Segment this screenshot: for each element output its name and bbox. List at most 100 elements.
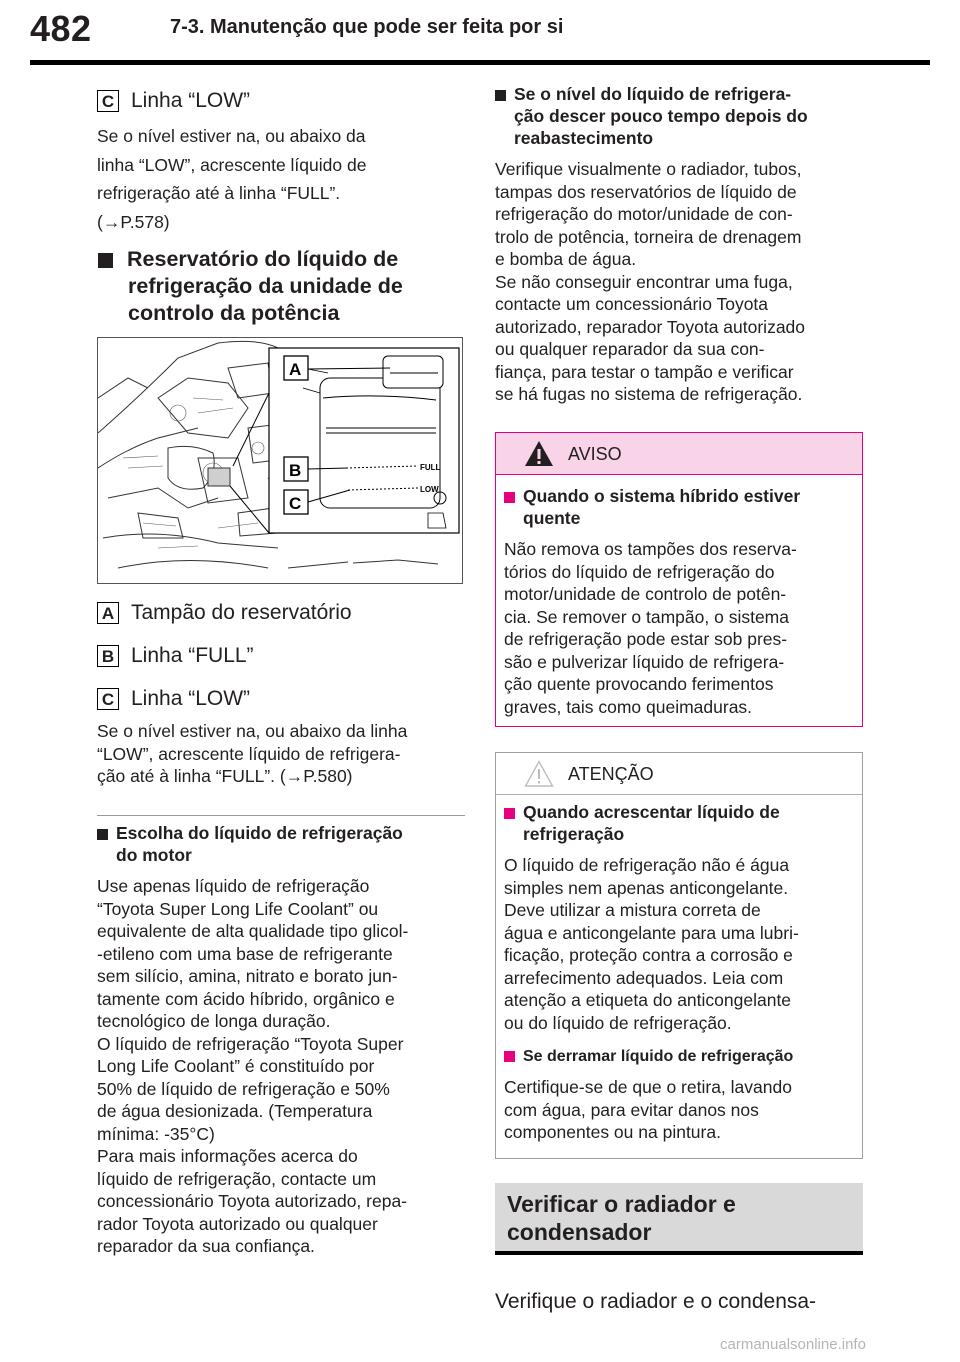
paragraph-level-drop: Verifique visualmente o radiador, tubos,… <box>495 158 863 406</box>
text-line: concessionário Toyota autorizado, repa- <box>97 1191 408 1211</box>
heading-bullet <box>495 89 506 101</box>
warning-box: AVISO Quando o sistema híbrido estiver q… <box>495 432 863 727</box>
section-title-radiator: Verificar o radiador e condensador <box>495 1183 863 1255</box>
text-line: mínima: -35°C) <box>97 1123 215 1144</box>
item-label: Linha “FULL” <box>131 644 254 667</box>
text-line: ção até à linha “FULL”. (→P.580) <box>97 766 353 786</box>
heading-line: refrigeração <box>523 824 625 844</box>
heading-line: Reservatório do líquido de <box>127 247 399 271</box>
text-line: Long Life Coolant” é constituído por <box>97 1056 375 1076</box>
text-line: ou qualquer reparador da sua con- <box>495 339 765 359</box>
sub-heading-coolant-choice: Escolha do líquido de refrigeração do mo… <box>97 822 465 866</box>
text-line: “Toyota Super Long Life Coolant” ou <box>97 898 379 919</box>
warning-content: Quando o sistema híbrido estiver quente … <box>504 485 854 718</box>
full-mark: FULL <box>420 463 441 472</box>
heading-line: controlo da potência <box>128 301 340 325</box>
text-line: fiança, para testar o tampão e verificar <box>495 361 794 382</box>
text-line: com água, para evitar danos nos <box>504 1099 759 1120</box>
text-line: ficação, proteção contra a corrosão e <box>504 945 793 965</box>
text-line: líquido de refrigeração, contacte um <box>97 1168 377 1189</box>
paragraph-low-level: Se o nível estiver na, ou abaixo da linh… <box>97 720 465 788</box>
text-line: Use apenas líquido de refrigeração <box>97 876 370 896</box>
page-number: 482 <box>30 8 92 49</box>
text-line: Deve utilizar a mistura correta de <box>504 900 761 920</box>
text-line: tecnológico de longa duração. <box>97 1011 331 1031</box>
heading-line: Se o nível do líquido de refrigera- <box>514 84 792 104</box>
text-line: autorizado, reparador Toyota autorizado <box>495 316 806 337</box>
text-line: Certifique-se de que o retira, lavando <box>504 1077 792 1097</box>
text-line: tórios do líquido de refrigeração do <box>504 561 775 582</box>
text-line: trolo de potência, torneira de drenagem <box>495 226 802 247</box>
heading-line: reabastecimento <box>514 128 654 148</box>
warning-triangle-icon <box>525 441 553 466</box>
heading-bullet <box>97 828 108 840</box>
section-title-line: condensador <box>507 1219 652 1245</box>
text-line: arrefecimento adequados. Leia com <box>504 967 784 988</box>
heading-line: Quando o sistema híbrido estiver <box>523 486 801 506</box>
caution-triangle-icon <box>524 760 554 787</box>
callout-c: C <box>289 494 301 513</box>
text-line: reparador da sua confiança. <box>97 1236 315 1256</box>
text-line: e bomba de água. <box>495 249 637 269</box>
text-line: refrigeração do motor/unidade de con- <box>495 204 793 224</box>
text-line: Para mais informações acerca do <box>97 1146 358 1166</box>
low-mark: LOW <box>420 485 439 494</box>
paragraph-coolant-choice: Use apenas líquido de refrigeração “Toyo… <box>97 875 465 1258</box>
watermark: carmanualsonline.info <box>720 1336 866 1353</box>
caution-header: ATENÇÃO <box>496 753 862 795</box>
text-line: ção quente provocando ferimentos <box>504 674 774 694</box>
text-line: graves, tais como queimaduras. <box>504 696 753 717</box>
item-label: Linha “LOW” <box>131 687 251 710</box>
text-line: cia. Se remover o tampão, o sistema <box>504 606 789 627</box>
text-line: tamente com ácido híbrido, orgânico e <box>97 988 395 1009</box>
text-line: água e anticongelante para uma lubri- <box>504 922 799 943</box>
warning-title: AVISO <box>568 444 622 464</box>
caution-title: ATENÇÃO <box>568 764 654 784</box>
section-title-line: Verificar o radiador e <box>507 1191 736 1217</box>
chapter-title: 7-3. Manutenção que pode ser feita por s… <box>170 16 564 38</box>
text-line: Não remova os tampões dos reserva- <box>504 539 797 559</box>
callout-b: B <box>289 461 301 480</box>
sub-heading-level-drop: Se o nível do líquido de refrigera- ção … <box>495 83 863 149</box>
text-line: de água desionizada. (Temperatura <box>97 1101 373 1121</box>
heading-bullet <box>504 807 515 819</box>
heading-bullet <box>98 252 113 268</box>
item-b: B Linha “FULL” <box>97 643 465 669</box>
heading-line: quente <box>523 508 581 528</box>
label-letter: B <box>97 645 119 668</box>
warning-header: AVISO <box>496 433 862 475</box>
paragraph-radiator: Verifique o radiador e o condensa- <box>495 1290 817 1313</box>
text-line: 50% de líquido de refrigeração e 50% <box>97 1078 390 1099</box>
text-line: ou do líquido de refrigeração. <box>504 1012 732 1033</box>
heading-line: refrigeração da unidade de <box>128 274 403 298</box>
heading-line: do motor <box>116 845 192 865</box>
heading-line: Escolha do líquido de refrigeração <box>116 823 403 843</box>
heading-bullet <box>504 491 515 503</box>
text-line: componentes ou na pintura. <box>504 1122 721 1142</box>
item-label: Tampão do reservatório <box>131 601 352 624</box>
text-line: se há fugas no sistema de refrigeração. <box>495 384 803 404</box>
item-a: A Tampão do reservatório <box>97 600 465 626</box>
text-line: Se o nível estiver na, ou abaixo da linh… <box>97 721 408 741</box>
caution-content: Quando acrescentar líquido de refrigeraç… <box>504 801 854 1144</box>
heading-line: ção descer pouco tempo depois do <box>514 106 808 126</box>
engine-bay-drawing: FULL LOW A B C <box>98 340 460 569</box>
text-line: -etileno com uma base de refrigerante <box>97 943 393 964</box>
heading-bullet <box>504 1051 515 1063</box>
text-line: (→P.578) <box>97 211 170 232</box>
paragraph-low-top: Se o nível estiver na, ou abaixo da linh… <box>97 122 465 236</box>
text-line: refrigeração até à linha “FULL”. <box>97 183 341 203</box>
label-letter: A <box>97 602 119 625</box>
text-line: equivalente de alta qualidade tipo glico… <box>97 921 409 941</box>
text-line: Se o nível estiver na, ou abaixo da <box>97 126 366 146</box>
text-line: sem silício, amina, nitrato e borato jun… <box>97 966 398 986</box>
header-rule <box>30 60 930 65</box>
label-letter: C <box>97 90 119 113</box>
text-line: O líquido de refrigeração não é água <box>504 855 790 875</box>
caution-box: ATENÇÃO Quando acrescentar líquido de re… <box>495 752 863 1159</box>
text-line: linha “LOW”, acrescente líquido de <box>97 154 367 175</box>
text-line: atenção a etiqueta do anticongelante <box>504 990 792 1010</box>
text-line: contacte um concessionário Toyota <box>495 294 769 314</box>
